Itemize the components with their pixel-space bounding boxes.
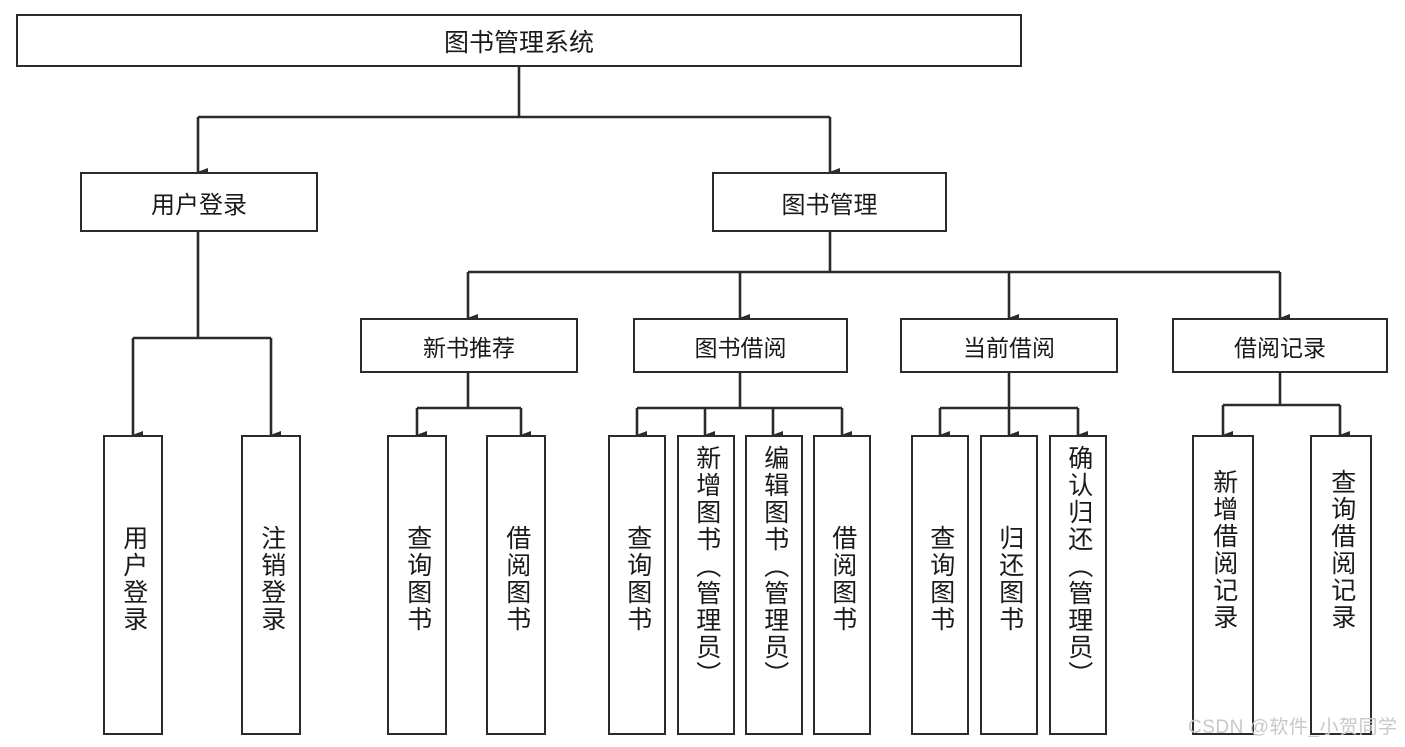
node-label: 借阅记录 bbox=[1234, 334, 1326, 361]
leaf-add-borrow-record[interactable]: 新增借阅记录 bbox=[1192, 435, 1254, 735]
leaf-user-login[interactable]: 用户登录 bbox=[103, 435, 163, 735]
leaf-query-book-borrow[interactable]: 查询图书 bbox=[608, 435, 666, 735]
leaf-query-book-recommend[interactable]: 查询图书 bbox=[387, 435, 447, 735]
node-label: 用户登录 bbox=[151, 191, 247, 219]
node-label: 查询借阅记录 bbox=[1327, 469, 1356, 631]
leaf-return-book[interactable]: 归还图书 bbox=[980, 435, 1038, 735]
node-user-login[interactable]: 用户登录 bbox=[80, 172, 318, 232]
node-label: 借阅图书 bbox=[502, 525, 531, 633]
node-current-borrow[interactable]: 当前借阅 bbox=[900, 318, 1118, 373]
node-label: 注销登录 bbox=[257, 525, 286, 633]
watermark-text: CSDN @软件_小贺同学 bbox=[1188, 717, 1398, 738]
node-label: 图书借阅 bbox=[694, 334, 787, 361]
leaf-confirm-return-admin[interactable]: 确认归还（管理员） bbox=[1049, 435, 1107, 735]
leaf-add-book-admin[interactable]: 新增图书（管理员） bbox=[677, 435, 735, 735]
leaf-edit-book-admin[interactable]: 编辑图书（管理员） bbox=[745, 435, 803, 735]
node-label: 借阅图书 bbox=[828, 525, 857, 633]
node-label: 新增借阅记录 bbox=[1209, 469, 1238, 631]
node-new-book-recommend[interactable]: 新书推荐 bbox=[360, 318, 578, 373]
leaf-query-borrow-record[interactable]: 查询借阅记录 bbox=[1310, 435, 1372, 735]
leaf-borrow-book-recommend[interactable]: 借阅图书 bbox=[486, 435, 546, 735]
node-label: 新书推荐 bbox=[423, 334, 515, 361]
leaf-query-book-current[interactable]: 查询图书 bbox=[911, 435, 969, 735]
node-label: 确认归还（管理员） bbox=[1064, 445, 1093, 688]
node-label: 编辑图书（管理员） bbox=[760, 445, 789, 688]
node-label: 归还图书 bbox=[995, 525, 1024, 633]
node-label: 图书管理 bbox=[781, 191, 878, 219]
node-book-borrow[interactable]: 图书借阅 bbox=[633, 318, 848, 373]
node-label: 用户登录 bbox=[119, 525, 148, 633]
node-label: 图书管理系统 bbox=[443, 28, 594, 57]
node-label: 查询图书 bbox=[403, 525, 432, 633]
node-root-system[interactable]: 图书管理系统 bbox=[16, 14, 1022, 67]
node-label: 查询图书 bbox=[926, 525, 955, 633]
leaf-logout[interactable]: 注销登录 bbox=[241, 435, 301, 735]
node-label: 查询图书 bbox=[623, 525, 652, 633]
node-label: 新增图书（管理员） bbox=[692, 445, 721, 688]
leaf-borrow-book[interactable]: 借阅图书 bbox=[813, 435, 871, 735]
node-book-management[interactable]: 图书管理 bbox=[712, 172, 947, 232]
node-label: 当前借阅 bbox=[963, 334, 1055, 361]
node-borrow-record[interactable]: 借阅记录 bbox=[1172, 318, 1388, 373]
